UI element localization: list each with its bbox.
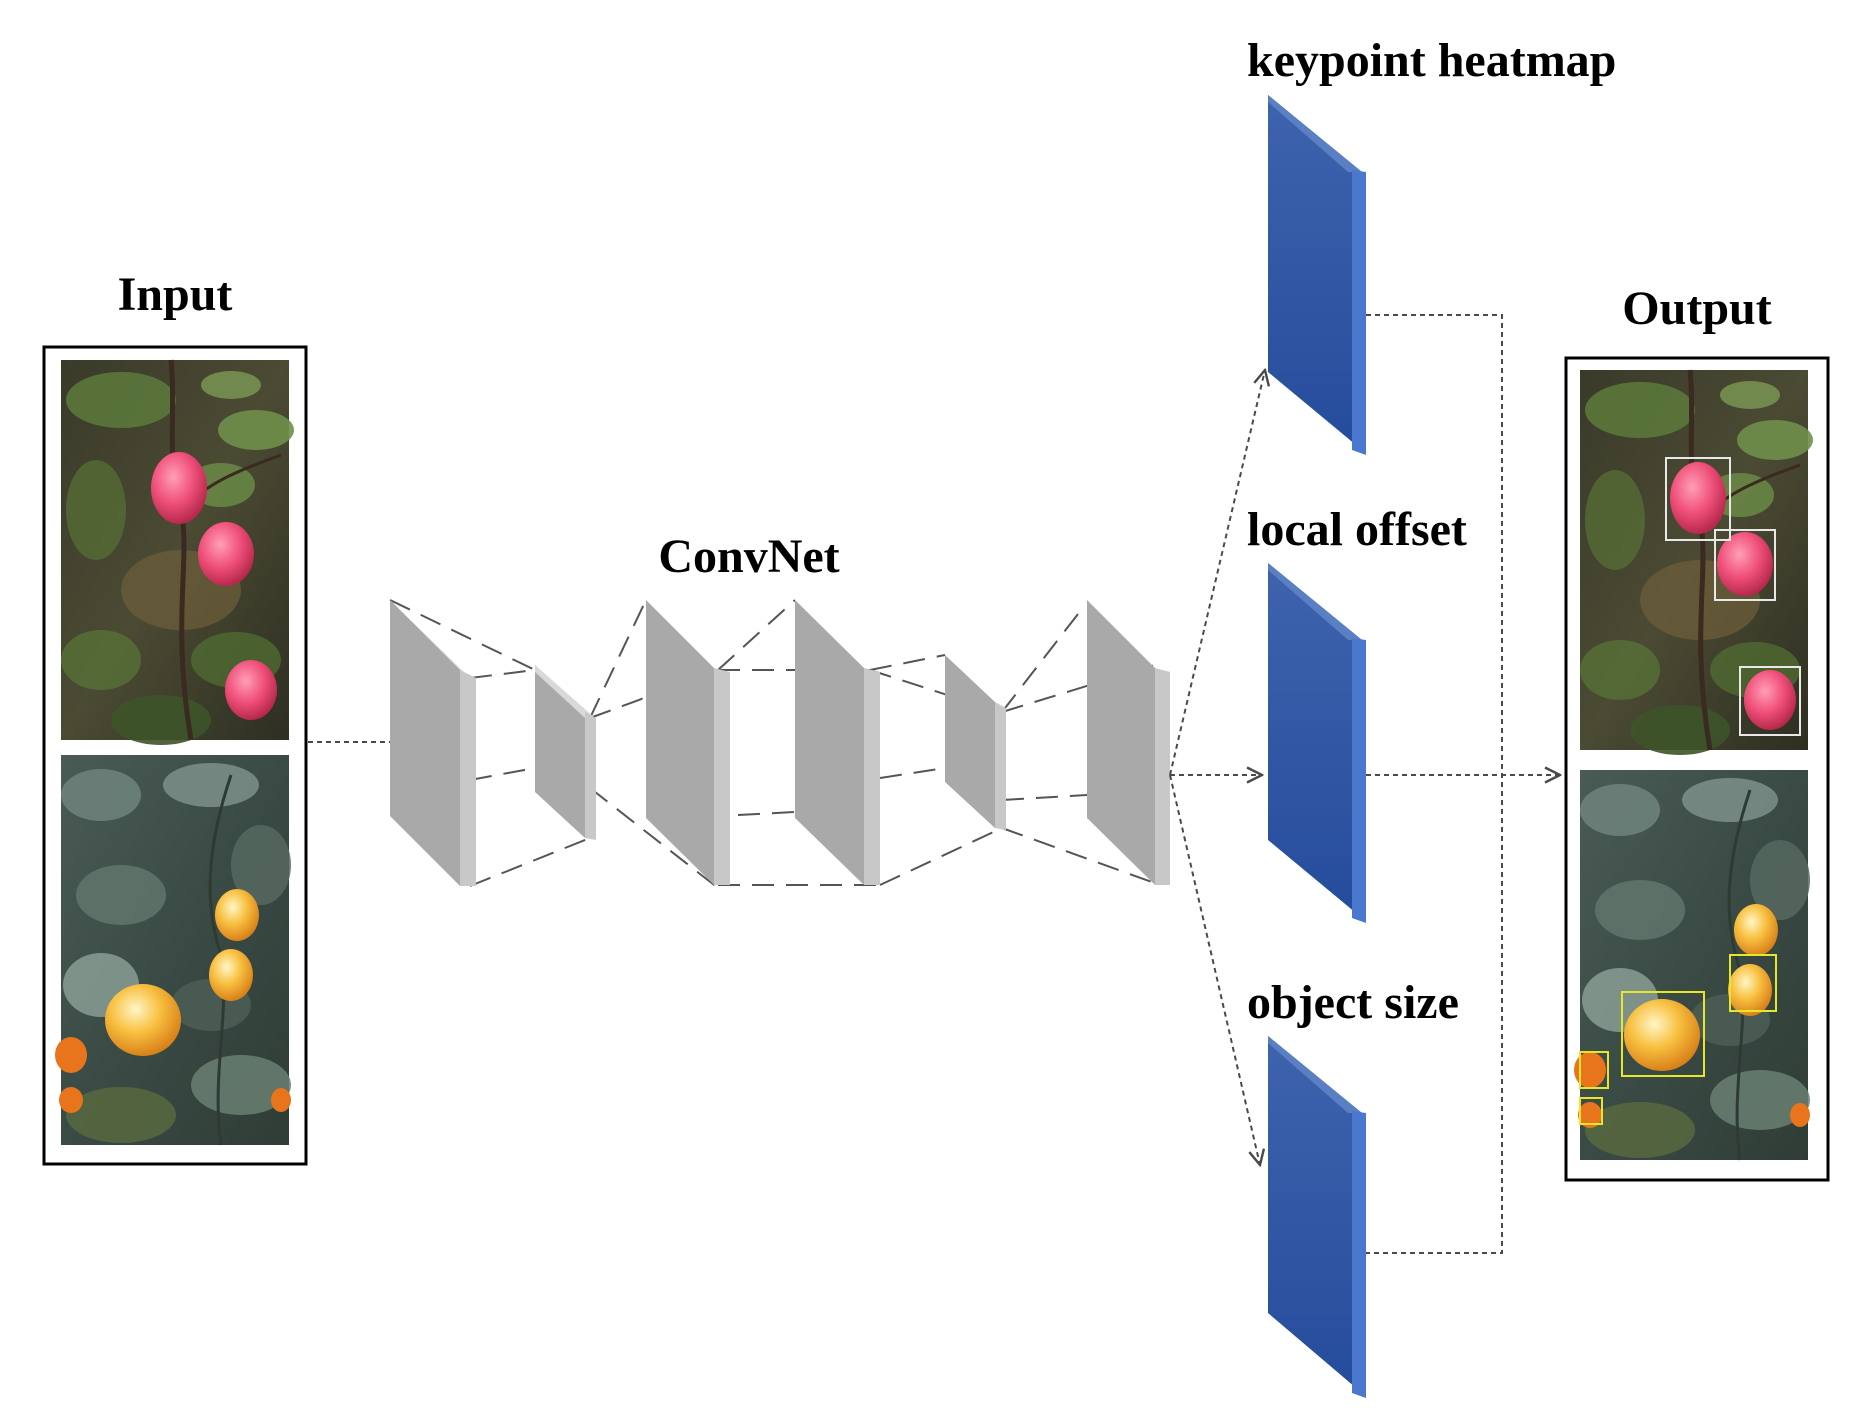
conv-layer-5 (945, 655, 1006, 830)
apple-detection-boxes (1665, 457, 1801, 736)
orange-box-1 (1729, 954, 1777, 1012)
orange-box-2 (1621, 991, 1705, 1077)
head-heatmap-label: keypoint heatmap (1247, 34, 1616, 87)
head-offset-label: local offset (1247, 503, 1467, 556)
output-label: Output (1622, 282, 1771, 335)
heads-to-output-connectors (1366, 314, 1560, 1254)
convnet-label: ConvNet (658, 530, 839, 583)
head-size-block (1268, 1036, 1366, 1398)
conv-layer-6 (1087, 600, 1170, 885)
convnet-to-heads-arrows (1169, 370, 1265, 1165)
head-heatmap-block (1268, 95, 1366, 455)
input-orange-image (53, 753, 293, 1147)
output-orange-image (1572, 768, 1812, 1162)
conv-layer-1 (390, 600, 476, 886)
conv-layer-2 (535, 665, 596, 840)
apple-box-1 (1665, 457, 1731, 541)
conv-layer-4 (795, 600, 880, 885)
apple-box-3 (1739, 666, 1801, 736)
input-apple-image (61, 360, 294, 745)
orange-box-4 (1579, 1097, 1603, 1125)
output-apple-image (1580, 370, 1813, 755)
convnet-connectors (389, 599, 1161, 889)
head-offset-block (1268, 563, 1366, 923)
orange-detection-boxes (1579, 954, 1777, 1125)
conv-layer-3 (646, 600, 730, 885)
orange-box-3 (1579, 1051, 1609, 1089)
input-label: Input (118, 268, 233, 321)
apple-box-2 (1714, 529, 1776, 601)
head-size-label: object size (1247, 976, 1459, 1029)
